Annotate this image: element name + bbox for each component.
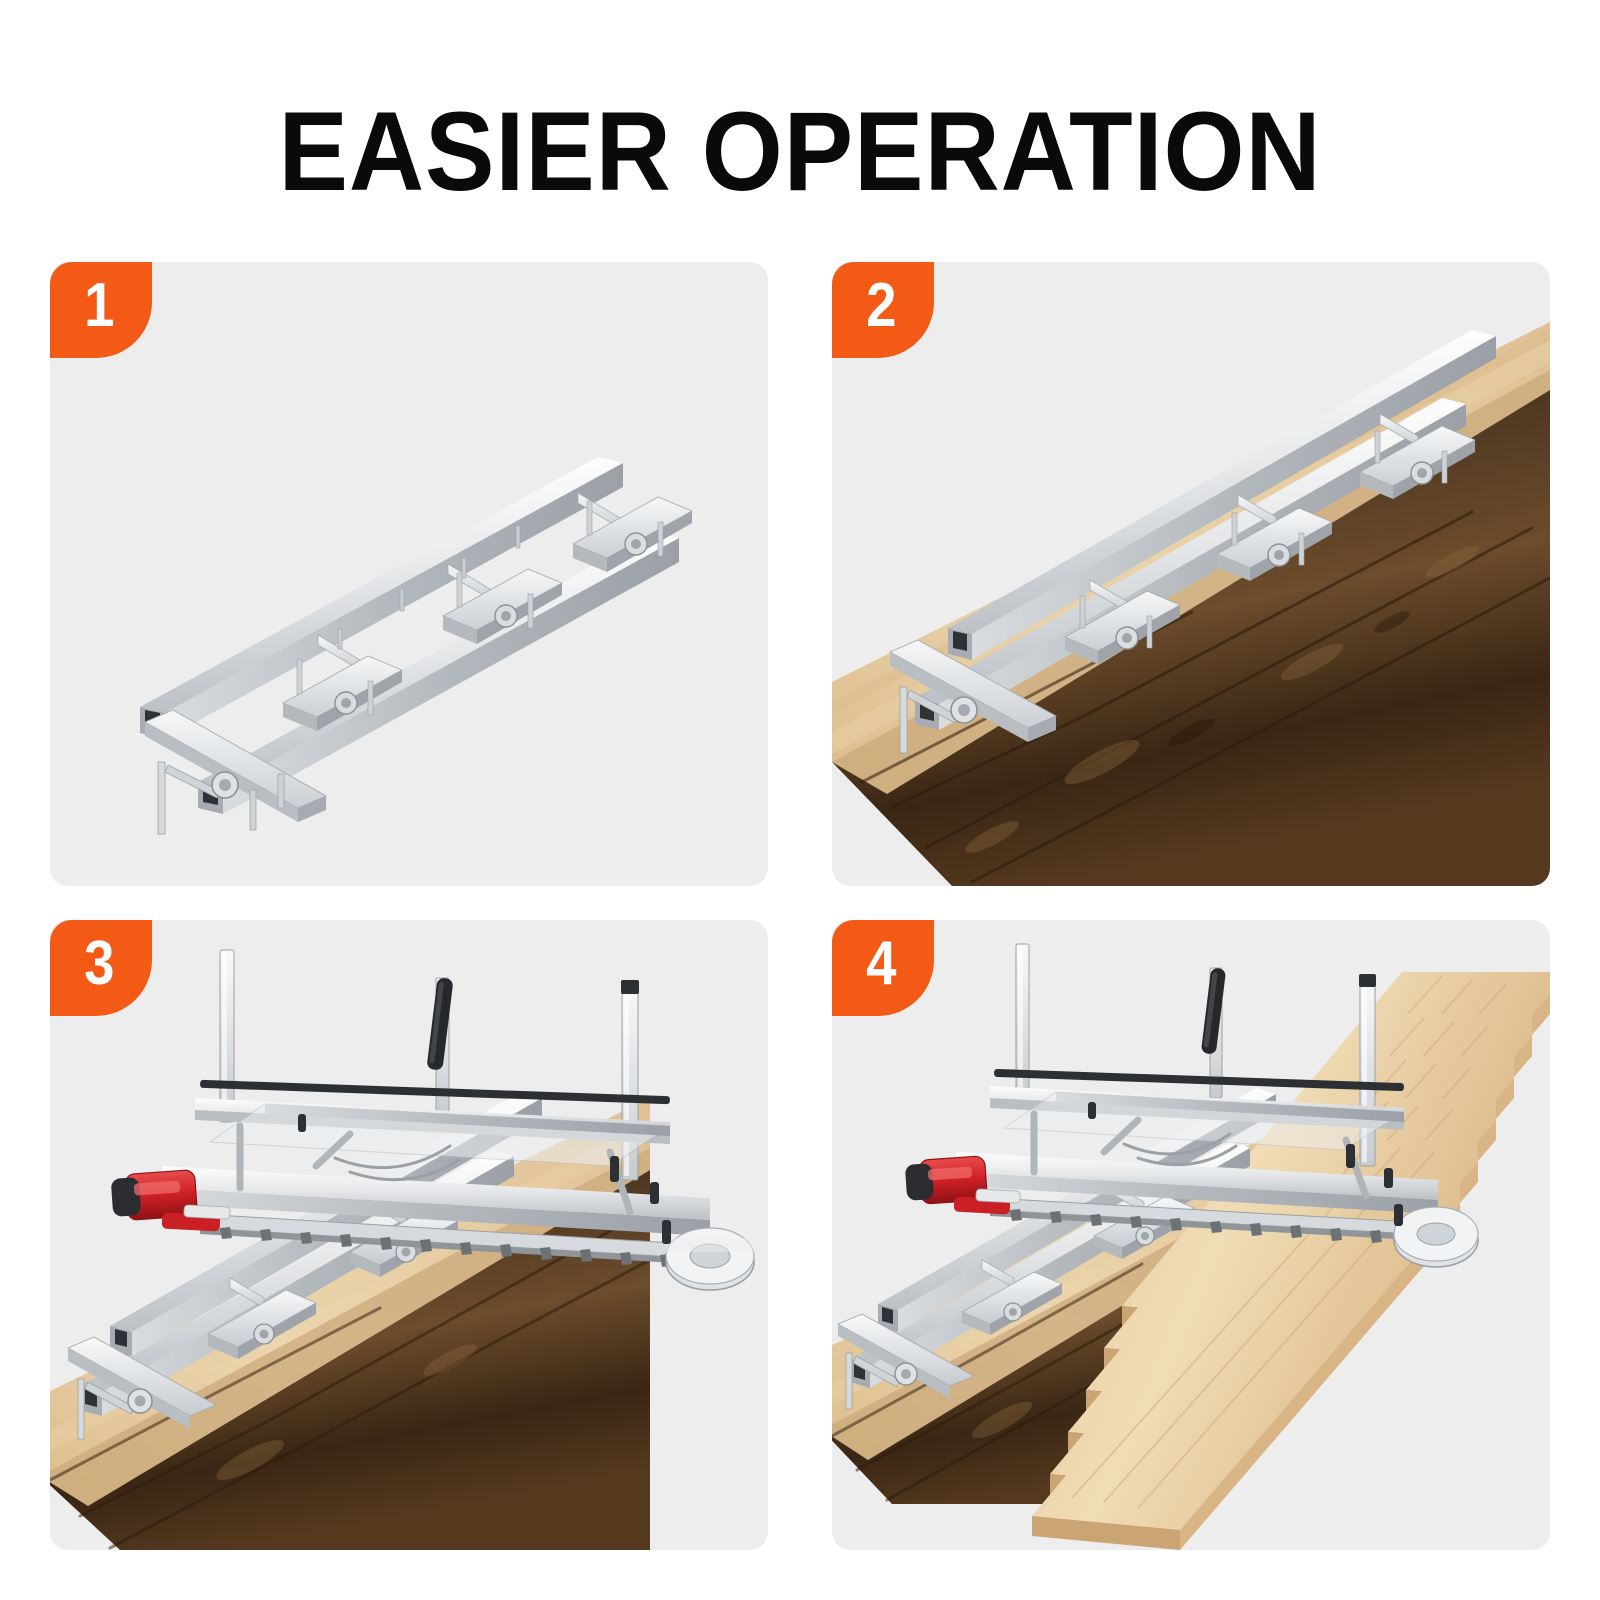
steps-grid: 1 xyxy=(50,262,1550,1550)
chainsaw-mill xyxy=(905,943,1479,1268)
clamp-carriage-2 xyxy=(442,568,563,644)
step-badge-2: 2 xyxy=(832,262,934,358)
step-number-1: 1 xyxy=(83,271,115,340)
clamp-carriage-2 xyxy=(1216,507,1333,581)
adjustment-bracket xyxy=(845,1352,918,1410)
end-roller-guard xyxy=(1393,1206,1479,1268)
clamp-carriage-1 xyxy=(207,1289,317,1359)
step-badge-1: 1 xyxy=(50,262,152,358)
page-title-container: EASIER OPERATION xyxy=(0,96,1600,208)
step-badge-4: 4 xyxy=(832,920,934,1016)
clamp-carriage-1 xyxy=(961,1271,1063,1335)
step-panel-1[interactable]: 1 xyxy=(50,262,768,886)
adjustment-bracket xyxy=(157,761,285,835)
step-badge-3: 3 xyxy=(50,920,152,1016)
clamp-carriage-1 xyxy=(1064,590,1181,664)
step-panel-2[interactable]: 2 xyxy=(832,262,1550,886)
illustration-milled-lumber-result xyxy=(832,920,1550,1550)
handle xyxy=(427,978,453,1070)
illustration-rail-guide-on-log xyxy=(832,262,1550,886)
step-panel-3[interactable]: 3 xyxy=(50,920,768,1550)
chainsaw-power-head xyxy=(111,1169,231,1232)
step-number-2: 2 xyxy=(865,271,897,340)
step-panel-4[interactable]: 4 xyxy=(832,920,1550,1550)
adjustment-bracket xyxy=(77,1378,153,1440)
adjustment-bracket xyxy=(899,686,978,754)
end-cross-bar xyxy=(888,639,1058,742)
illustration-chainsaw-mill-positioned xyxy=(50,920,768,1550)
step-number-4: 4 xyxy=(865,929,897,998)
guide-pins xyxy=(337,525,521,650)
clamp-carriage-1 xyxy=(282,655,403,731)
clamp-carriage-3 xyxy=(572,496,693,572)
chainsaw-bar xyxy=(989,1197,1449,1245)
lumber-board xyxy=(1032,1182,1460,1550)
handle xyxy=(1201,968,1226,1054)
page-title: EASIER OPERATION xyxy=(278,89,1322,214)
clamp-carriage-3 xyxy=(1359,425,1476,499)
chainsaw-mill xyxy=(111,949,755,1291)
chainsaw-power-head xyxy=(905,1155,1021,1215)
end-roller-guard xyxy=(665,1227,755,1291)
illustration-rail-guide-standalone xyxy=(50,262,768,886)
step-number-3: 3 xyxy=(83,929,115,998)
